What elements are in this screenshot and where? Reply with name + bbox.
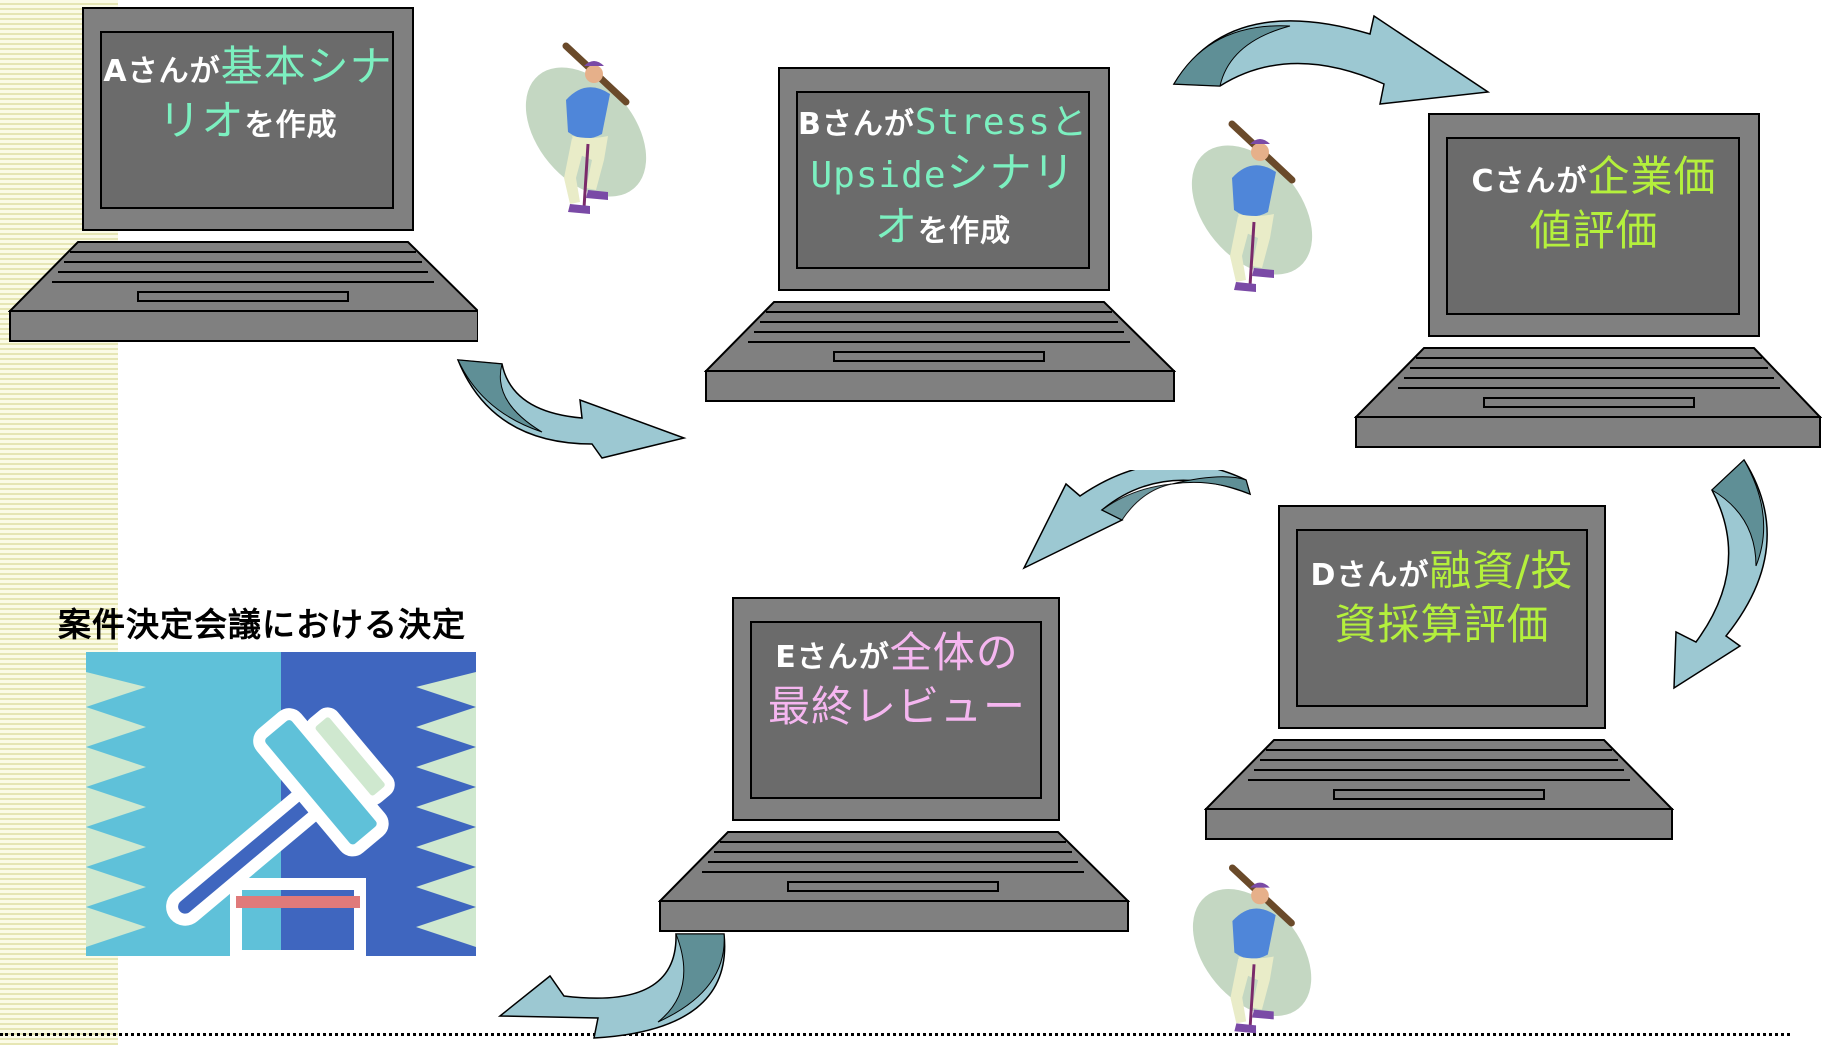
- step-e-caption: Eさんが全体の最終レビュー: [762, 626, 1032, 734]
- laptop-icon: [8, 7, 478, 342]
- curved-arrow-icon: [1666, 456, 1786, 690]
- step-b-highlight-2: シナリオ: [874, 148, 1076, 251]
- step-d-caption: Dさんが融資/投資採算評価: [1302, 544, 1582, 652]
- laptop-c: Cさんが企業価値評価: [1354, 112, 1822, 452]
- step-c-prefix: Cさんが: [1471, 164, 1588, 199]
- step-d-highlight: 融資/投資採算評価: [1334, 546, 1574, 649]
- curved-arrow-icon: [1170, 12, 1491, 112]
- step-d-prefix: Dさんが: [1310, 558, 1430, 593]
- step-c-highlight: 企業価値評価: [1529, 152, 1717, 255]
- laptop-icon: [704, 67, 1176, 402]
- step-a-caption: Aさんが基本シナリオを作成: [103, 40, 393, 148]
- step-b-suffix: を作成: [918, 213, 1011, 249]
- step-b-prefix: Bさんが: [798, 107, 915, 142]
- laptop-icon: [658, 597, 1130, 932]
- laptop-d: Dさんが融資/投資採算評価: [1204, 504, 1674, 844]
- step-e-prefix: Eさんが: [775, 640, 890, 675]
- step-a-prefix: Aさんが: [103, 54, 221, 89]
- laptop-a: Aさんが基本シナリオを作成: [8, 6, 478, 346]
- step-e-highlight: 全体の最終レビュー: [767, 628, 1026, 731]
- laptop-b: BさんがStressとUpsideシナリオを作成: [704, 66, 1176, 406]
- baseball-player-icon: [1172, 118, 1342, 304]
- step-a-highlight: 基本シナリオ: [158, 42, 393, 145]
- baseball-player-icon: [506, 40, 676, 226]
- baseball-player-icon: [1172, 862, 1342, 1045]
- laptop-icon: [1354, 113, 1822, 448]
- curved-arrow-icon: [452, 352, 692, 462]
- laptop-icon: [1204, 505, 1674, 840]
- decision-title: 案件決定会議における決定: [58, 605, 466, 644]
- curved-arrow-icon: [1022, 462, 1252, 570]
- gavel-icon: [86, 652, 476, 962]
- curved-arrow-icon: [497, 930, 728, 1045]
- bottom-dotted-divider: [0, 1033, 1790, 1036]
- laptop-e: Eさんが全体の最終レビュー: [658, 596, 1130, 936]
- step-a-suffix: を作成: [244, 107, 338, 143]
- step-b-caption: BさんがStressとUpsideシナリオを作成: [798, 100, 1088, 254]
- step-c-caption: Cさんが企業価値評価: [1464, 150, 1724, 258]
- step-b-mid: とUpside: [810, 102, 1088, 197]
- step-b-highlight-1: Stress: [914, 102, 1051, 143]
